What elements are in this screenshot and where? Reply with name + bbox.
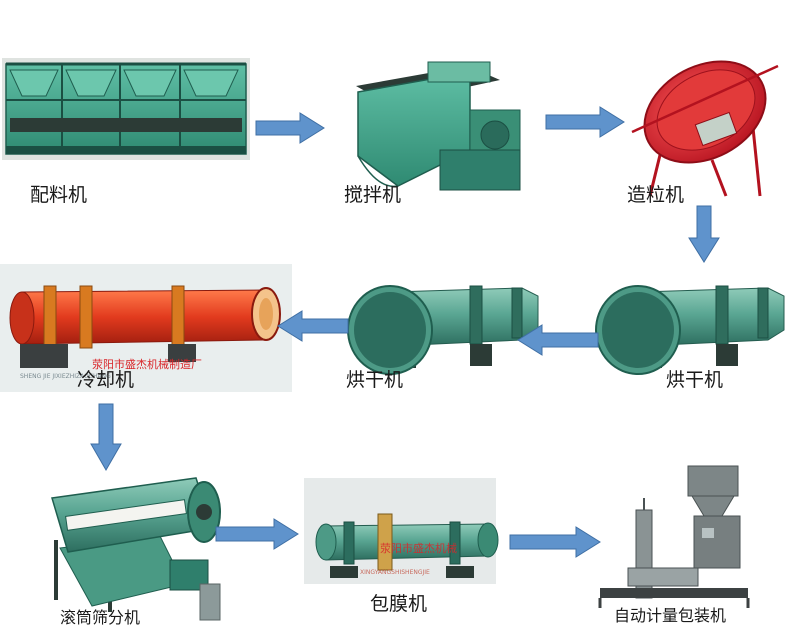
flow-arrow-granulator-to-dryer [688, 205, 720, 263]
cooler-watermark-pinyin: SHENG JIE JIXIEZHIZAOCHANG [20, 373, 111, 380]
label-coating-machine: 包膜机 [370, 593, 428, 615]
flow-arrow-mixer-to-granulator [545, 106, 625, 138]
label-cooler: 冷却机 [77, 369, 135, 391]
label-granulator: 造粒机 [627, 184, 685, 206]
coating-machine-icon [304, 478, 499, 584]
label-dryer-right: 烘干机 [666, 369, 724, 391]
label-packing-machine: 自动计量包装机 [614, 606, 727, 625]
flow-arrow-dryer-to-cooler [277, 310, 349, 342]
coater-watermark: 荥阳市盛杰机械 [380, 541, 457, 555]
batching-machine-icon [2, 58, 250, 160]
rotary-dryer-icon [347, 285, 539, 375]
cooler-watermark: 荥阳市盛杰机械制造厂 [92, 357, 202, 371]
flow-arrow-batching-to-mixer [255, 112, 325, 144]
coater-watermark-pinyin: XINGYANGSHISHENGJIE [360, 569, 430, 576]
flow-arrow-screener-to-coater [215, 518, 299, 550]
rotary-cooler-icon [0, 264, 292, 392]
label-drum-screener: 滚筒筛分机 [60, 608, 141, 627]
flow-arrow-dryer-to-dryer [517, 324, 599, 356]
drum-screener-icon [51, 477, 221, 621]
auto-packing-machine-icon [598, 465, 750, 608]
mixer-machine-icon [356, 61, 521, 191]
disc-granulator-icon [631, 60, 779, 197]
label-mixer: 搅拌机 [344, 184, 402, 206]
label-dryer-middle: 烘干机 [346, 369, 404, 391]
rotary-dryer-icon [595, 285, 785, 375]
flow-arrow-cooler-to-screener [90, 403, 122, 472]
label-batching-machine: 配料机 [30, 184, 88, 206]
flow-arrow-coater-to-packer [509, 526, 601, 558]
